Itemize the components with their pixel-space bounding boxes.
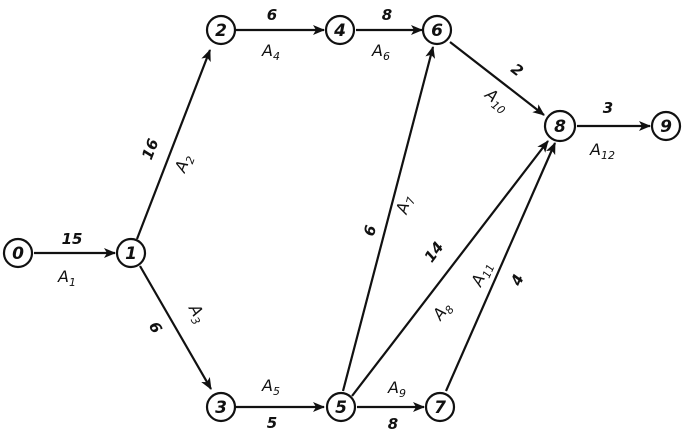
edge-name: A12 — [589, 140, 615, 162]
edge-name: A1 — [57, 267, 76, 289]
edge-weight: 3 — [603, 99, 613, 117]
node-label: 5 — [335, 398, 347, 418]
edge-name: A5 — [261, 376, 280, 398]
edge-line — [444, 142, 557, 392]
edge-line — [135, 49, 212, 240]
node-1: 1 — [115, 237, 147, 269]
edge-weight: 2 — [507, 60, 526, 81]
edge-name: A2 — [170, 151, 197, 177]
node-layer: 0 1 2 3 4 5 6 7 — [2, 14, 682, 423]
edge-weight: 6 — [145, 318, 166, 336]
node-label: 3 — [215, 398, 227, 418]
edge-name: A8 — [428, 298, 457, 326]
edge-5-6: 6 A7 — [341, 46, 436, 392]
edge-line — [341, 46, 436, 392]
node-label: 9 — [660, 117, 672, 137]
node-label: 7 — [434, 398, 446, 418]
edge-weight: 14 — [421, 238, 448, 266]
edge-0-1: 15 A1 — [34, 230, 116, 289]
edge-weight: 8 — [382, 6, 392, 24]
node-2: 2 — [205, 14, 237, 46]
edge-1-3: 6 A3 — [139, 265, 212, 390]
edge-5-8: 14 A8 — [351, 140, 549, 397]
edge-weight: 15 — [62, 230, 83, 248]
edge-weight: 5 — [267, 414, 277, 432]
edge-name: A6 — [371, 41, 390, 63]
edge-line — [351, 140, 549, 397]
node-label: 2 — [215, 21, 227, 41]
edge-line — [449, 41, 545, 116]
node-3: 3 — [205, 391, 237, 423]
edge-6-8: 2 A10 — [449, 41, 545, 117]
edge-name: A9 — [387, 378, 406, 400]
node-0: 0 — [2, 237, 34, 269]
edge-7-8: 4 A11 — [444, 142, 557, 392]
edge-8-9: 3 A12 — [577, 99, 651, 162]
node-9: 9 — [650, 110, 682, 142]
edge-name: A4 — [261, 41, 280, 63]
node-label: 0 — [12, 244, 24, 264]
edge-name: A3 — [182, 300, 211, 327]
node-7: 7 — [424, 391, 456, 423]
edge-4-6: 8 A6 — [356, 6, 423, 63]
edge-2-4: 6 A4 — [236, 6, 325, 63]
node-6: 6 — [421, 14, 453, 46]
edge-name: A7 — [392, 193, 418, 217]
node-8: 8 — [543, 109, 577, 143]
edge-line — [139, 265, 212, 390]
node-4: 4 — [324, 14, 356, 46]
edge-layer: 15 A1 16 A2 6 A3 6 A4 5 A5 8 — [34, 6, 651, 433]
node-5: 5 — [325, 391, 357, 423]
node-label: 8 — [554, 117, 566, 137]
edge-weight: 4 — [507, 272, 528, 290]
node-label: 4 — [333, 21, 346, 41]
edge-name: A10 — [479, 84, 513, 117]
edge-1-2: 16 A2 — [135, 49, 212, 240]
node-label: 6 — [431, 21, 443, 41]
node-label: 1 — [125, 244, 137, 264]
edge-3-5: 5 A5 — [236, 376, 325, 432]
edge-weight: 6 — [360, 223, 380, 238]
edge-5-7: 8 A9 — [357, 378, 425, 433]
edge-weight: 16 — [138, 136, 162, 162]
edge-weight: 8 — [388, 415, 398, 433]
edge-weight: 6 — [267, 6, 277, 24]
